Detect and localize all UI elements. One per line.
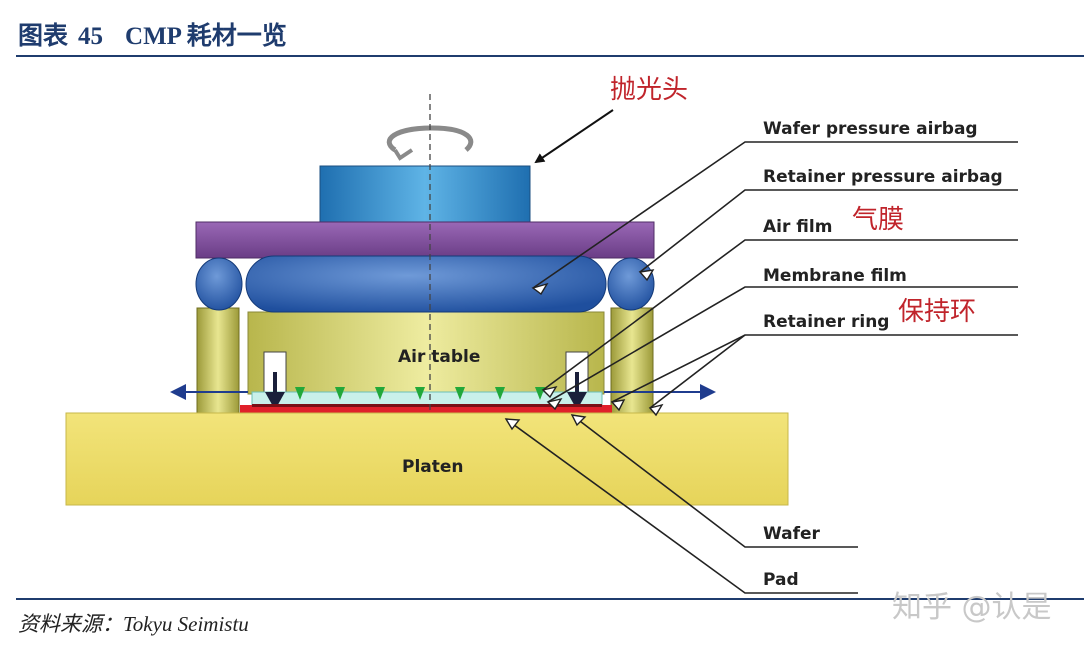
watermark: 知乎 @认是 [892, 590, 1052, 625]
wafer-label: Wafer [763, 524, 821, 544]
leader-retainer-pressure-airbag [639, 189, 1018, 273]
source-rule [16, 598, 1084, 600]
green-pressure-arrows [295, 387, 545, 400]
air-film-zh-label: 气膜 [852, 205, 904, 235]
platen [65, 412, 789, 506]
wafer-pressure-airbag-shape [245, 255, 607, 313]
title-rule [16, 55, 1084, 57]
figure-caption: CMP 耗材一览 [125, 23, 287, 50]
retainer-ring-zh-label: 保持环 [898, 297, 976, 327]
air-film-label: Air film [763, 217, 832, 237]
figure-label: 图表 [18, 23, 69, 50]
wafer-pressure-airbag-label: Wafer pressure airbag [763, 119, 978, 139]
leader-wafer [571, 414, 858, 548]
leader-membrane-film [547, 286, 1018, 403]
figure-title: 图表 45 CMP 耗材一览 [18, 16, 287, 52]
rotation-arrow-icon [386, 125, 474, 161]
outflow-arrows [170, 384, 716, 400]
leader-air-film [542, 239, 1018, 391]
left-pillar [196, 307, 240, 417]
wafer-layer [252, 404, 602, 407]
polishing-head-top [319, 165, 531, 223]
leader-arrowheads [504, 269, 664, 431]
air-table-label: Air table [398, 347, 480, 367]
leader-lines [505, 141, 1018, 594]
leader-outer-ring [649, 334, 746, 409]
left-retainer-airbag [195, 257, 243, 311]
pad-label: Pad [763, 570, 799, 590]
polishing-head-pointer [534, 109, 614, 164]
membrane-film-label: Membrane film [763, 266, 907, 286]
retainer-ring-label: Retainer ring [763, 312, 889, 332]
figure-number: 45 [78, 23, 104, 50]
leader-wafer-pressure-airbag [532, 141, 1018, 289]
platen-label: Platen [402, 457, 464, 477]
retainer-pressure-airbag-label: Retainer pressure airbag [763, 167, 1003, 187]
leader-pad [505, 418, 858, 594]
figure-source: 资料来源：Tokyu Seimistu [18, 612, 249, 636]
polishing-head-label: 抛光头 [610, 75, 688, 105]
pad-layer [240, 405, 612, 413]
